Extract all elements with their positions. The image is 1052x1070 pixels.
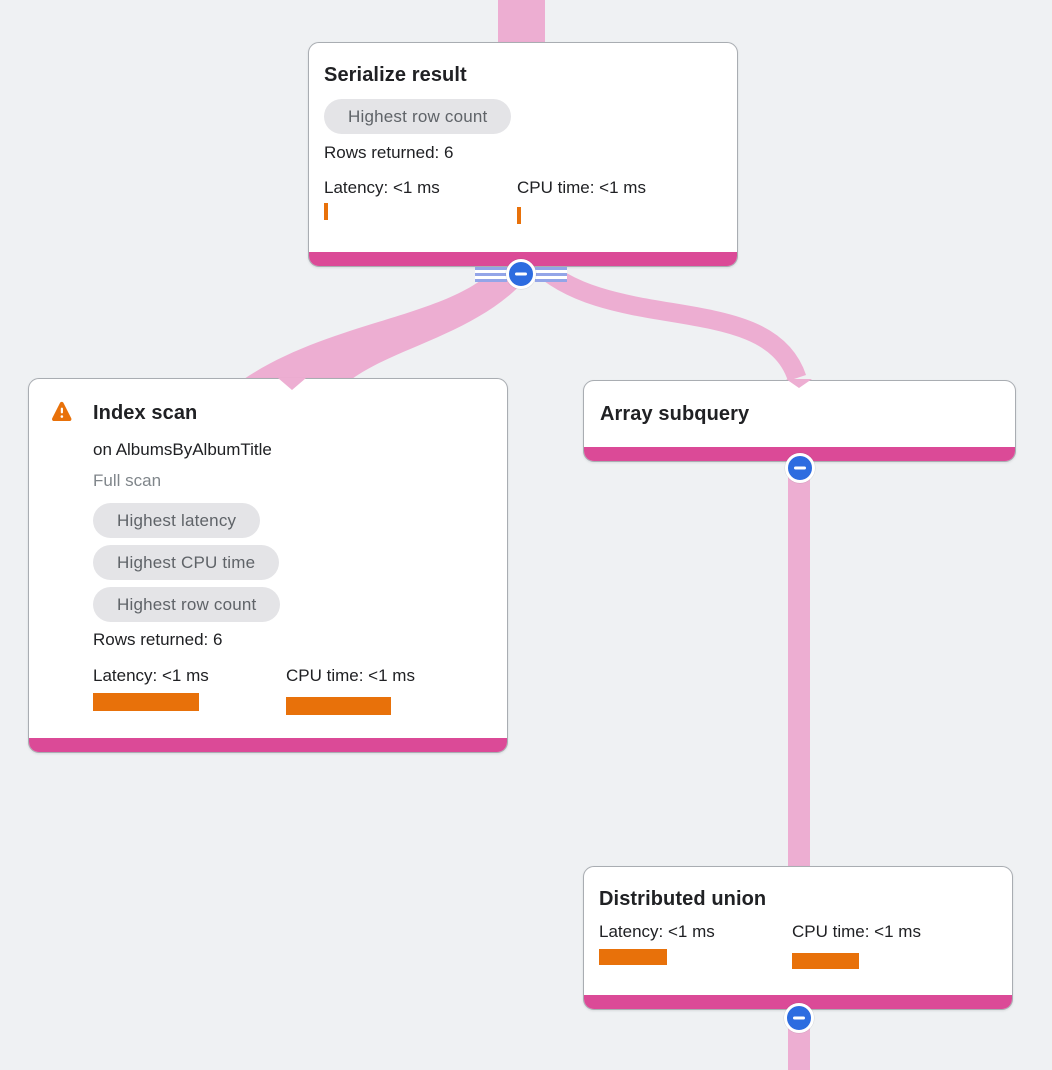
rows-returned: Rows returned: 6 xyxy=(93,630,223,649)
latency-label: Latency: <1 ms xyxy=(93,666,209,685)
latency-bar xyxy=(599,949,667,965)
plan-node-serialize-result[interactable]: Serialize result Highest row count Rows … xyxy=(308,42,738,267)
insight-badge: Highest CPU time xyxy=(93,545,280,580)
node-title: Serialize result xyxy=(324,64,467,86)
node-accent-bar xyxy=(29,738,507,752)
collapse-button-serialize-result[interactable] xyxy=(506,259,536,289)
cpu-label: CPU time: <1 ms xyxy=(792,922,921,941)
collapse-button-distributed-union[interactable] xyxy=(784,1003,814,1033)
latency-metric: Latency: <1 ms xyxy=(599,920,792,969)
edge-serialize-to-index-scan xyxy=(244,262,539,389)
rows-returned: Rows returned: 6 xyxy=(324,143,454,162)
cpu-bar xyxy=(792,953,859,969)
cpu-bar xyxy=(286,697,391,715)
minus-icon xyxy=(794,466,806,470)
latency-label: Latency: <1 ms xyxy=(599,922,715,941)
cpu-bar xyxy=(517,207,521,224)
node-note: Full scan xyxy=(93,471,162,490)
edge-array-to-distributed-union xyxy=(788,452,810,868)
node-subtitle: on AlbumsByAlbumTitle xyxy=(93,440,272,459)
collapsed-siblings-lines-icon xyxy=(475,267,507,282)
plan-node-index-scan[interactable]: Index scan on AlbumsByAlbumTitle Full sc… xyxy=(28,378,508,753)
insight-badge: Highest row count xyxy=(93,587,281,622)
cpu-metric: CPU time: <1 ms xyxy=(286,664,479,715)
latency-bar xyxy=(93,693,199,711)
node-title: Array subquery xyxy=(600,403,750,425)
latency-label: Latency: <1 ms xyxy=(324,178,440,197)
cpu-label: CPU time: <1 ms xyxy=(286,666,415,685)
latency-bar xyxy=(324,203,328,220)
collapse-button-array-subquery[interactable] xyxy=(785,453,815,483)
insight-badge: Highest latency xyxy=(93,503,261,538)
collapsed-siblings-lines-icon xyxy=(535,267,567,282)
node-accent-bar xyxy=(584,995,1012,1009)
edge-into-serialize-result xyxy=(498,0,545,50)
latency-metric: Latency: <1 ms xyxy=(324,176,517,224)
minus-icon xyxy=(793,1016,805,1020)
cpu-metric: CPU time: <1 ms xyxy=(792,920,985,969)
warning-icon xyxy=(51,401,74,427)
cpu-label: CPU time: <1 ms xyxy=(517,178,646,197)
cpu-metric: CPU time: <1 ms xyxy=(517,176,710,224)
node-title: Index scan xyxy=(93,402,198,424)
latency-metric: Latency: <1 ms xyxy=(93,664,286,715)
edge-serialize-to-array-subquery xyxy=(529,254,807,382)
node-title: Distributed union xyxy=(599,888,767,910)
plan-node-distributed-union[interactable]: Distributed union Latency: <1 ms CPU tim… xyxy=(583,866,1013,1010)
insight-badge: Highest row count xyxy=(324,99,512,134)
plan-node-array-subquery[interactable]: Array subquery xyxy=(583,380,1016,462)
minus-icon xyxy=(515,272,527,276)
